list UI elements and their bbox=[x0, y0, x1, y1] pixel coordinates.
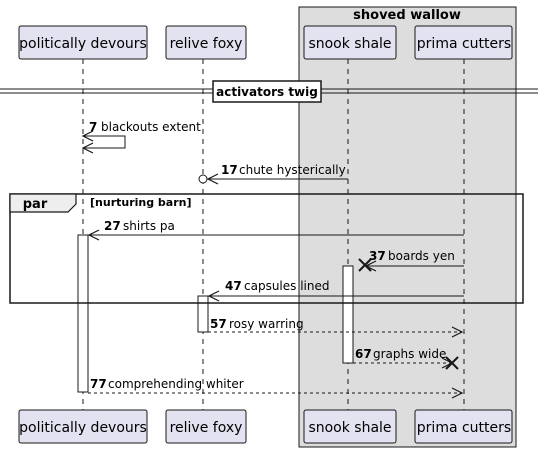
message-number: 67 bbox=[355, 347, 372, 361]
message-67: 67 graphs wide bbox=[353, 347, 459, 370]
fragment-keyword: par bbox=[23, 197, 48, 212]
participant-label: relive foxy bbox=[170, 420, 243, 436]
participant-label: prima cutters bbox=[417, 420, 511, 436]
participant-snook-shale-bottom: snook shale bbox=[303, 409, 397, 444]
message-label: capsules lined bbox=[244, 279, 329, 293]
participant-politically-devours-bottom: politically devours bbox=[18, 409, 148, 444]
par-fragment: par [nurturing barn] bbox=[9, 193, 524, 304]
destroy-icon bbox=[445, 356, 459, 370]
participant-relive-foxy-top: relive foxy bbox=[165, 25, 247, 60]
participant-label: politically devours bbox=[19, 420, 147, 436]
group-title: shoved wallow bbox=[353, 8, 461, 23]
message-number: 47 bbox=[225, 279, 242, 293]
participant-snook-shale-top: snook shale bbox=[303, 25, 397, 60]
message-27: 27 shirts pa bbox=[87, 219, 464, 241]
message-47: 47 capsules lined bbox=[207, 279, 464, 302]
message-label: graphs wide bbox=[373, 347, 446, 361]
participant-politically-devours-top: politically devours bbox=[18, 25, 148, 60]
message-number: 7 bbox=[89, 120, 97, 134]
message-number: 77 bbox=[90, 377, 107, 391]
fragment-condition: [nurturing barn] bbox=[90, 196, 192, 209]
message-label: comprehending whiter bbox=[108, 377, 244, 391]
participant-label: snook shale bbox=[308, 36, 391, 52]
activation-bars bbox=[77, 234, 354, 393]
message-number: 17 bbox=[221, 163, 238, 177]
activation-relive-foxy bbox=[197, 295, 209, 333]
participant-group-box: shoved wallow bbox=[298, 6, 517, 448]
divider-label: activators twig bbox=[216, 85, 318, 99]
participant-prima-cutters-top: prima cutters bbox=[414, 25, 513, 60]
message-37: 37 boards yen bbox=[358, 249, 464, 272]
divider: activators twig bbox=[0, 80, 538, 103]
lost-message-circle bbox=[198, 174, 208, 184]
message-57: 57 rosy warring bbox=[208, 317, 464, 338]
message-label: rosy warring bbox=[229, 317, 304, 331]
participant-label: snook shale bbox=[308, 420, 391, 436]
message-number: 57 bbox=[210, 317, 227, 331]
participant-relive-foxy-bottom: relive foxy bbox=[165, 409, 247, 444]
message-label: shirts pa bbox=[123, 219, 175, 233]
destroy-icon bbox=[358, 258, 372, 272]
message-label: boards yen bbox=[388, 249, 455, 263]
activation-politically-devours bbox=[77, 234, 89, 393]
participant-label: politically devours bbox=[19, 36, 147, 52]
message-label: chute hysterically bbox=[239, 163, 346, 177]
participant-label: prima cutters bbox=[417, 36, 511, 52]
message-17: 17 chute hysterically bbox=[198, 163, 348, 185]
participant-prima-cutters-bottom: prima cutters bbox=[414, 409, 513, 444]
message-number: 27 bbox=[104, 219, 121, 233]
message-label: blackouts extent bbox=[101, 120, 201, 134]
message-number: 37 bbox=[369, 249, 386, 263]
activation-snook-shale bbox=[342, 265, 354, 364]
message-77: 77 comprehending whiter bbox=[88, 377, 464, 399]
message-7: 7 blackouts extent bbox=[81, 120, 201, 154]
participant-label: relive foxy bbox=[170, 36, 243, 52]
